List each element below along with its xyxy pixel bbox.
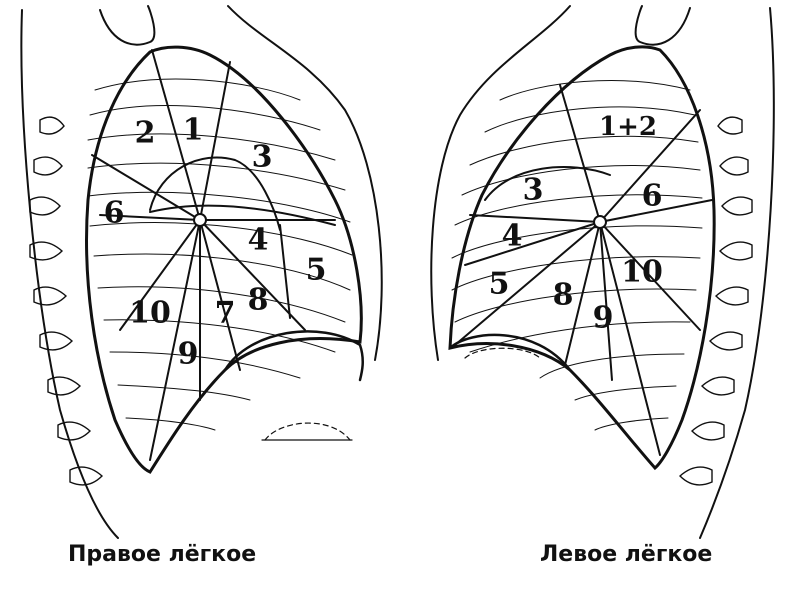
right-seg-6: 6 <box>104 196 125 231</box>
left-seg-1-2: 1+2 <box>599 112 657 142</box>
left-seg-5: 5 <box>489 267 510 302</box>
right-seg-3: 3 <box>252 140 273 175</box>
right-lung-segment-labels: 1 2 3 4 5 6 7 8 9 10 <box>104 113 327 372</box>
right-lung-caption: Правое лёгкое <box>68 542 257 567</box>
left-seg-8: 8 <box>553 278 574 313</box>
left-seg-4: 4 <box>502 219 523 254</box>
right-lung-drawing <box>20 5 383 539</box>
left-seg-6: 6 <box>642 179 663 214</box>
right-seg-9: 9 <box>178 337 199 372</box>
left-seg-10: 10 <box>621 255 663 290</box>
right-segment-lines <box>91 49 336 461</box>
left-segment-lines <box>454 84 713 456</box>
left-lung-drawing <box>430 5 775 539</box>
left-seg-3: 3 <box>523 173 544 208</box>
right-seg-7: 7 <box>215 296 236 331</box>
right-seg-10: 10 <box>129 296 171 331</box>
right-seg-2: 2 <box>135 116 156 151</box>
left-lung-caption: Левое лёгкое <box>540 542 713 567</box>
lung-segments-diagram: 1 2 3 4 5 6 7 8 9 10 <box>20 5 775 539</box>
right-seg-5: 5 <box>306 253 327 288</box>
right-seg-8: 8 <box>248 283 269 318</box>
left-spine-drawing <box>678 116 753 486</box>
right-seg-1: 1 <box>183 113 204 148</box>
left-lung-segment-labels: 1+2 3 4 5 6 8 9 10 <box>489 112 663 336</box>
right-spine-drawing <box>29 116 104 486</box>
right-seg-4: 4 <box>248 223 269 258</box>
right-ribs-drawing <box>87 78 353 431</box>
left-seg-9: 9 <box>593 301 614 336</box>
